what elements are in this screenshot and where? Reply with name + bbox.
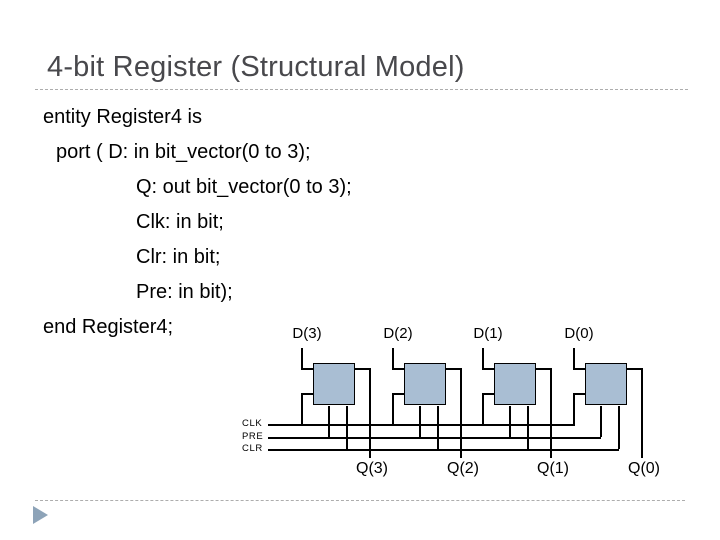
q0-output-label: Q(0) bbox=[628, 460, 660, 477]
clr-drop-wire-bit3 bbox=[346, 406, 348, 449]
clk-bus-label: CLK bbox=[242, 418, 263, 429]
clr-bus-wire bbox=[268, 449, 619, 451]
q1-output-stub-wire bbox=[535, 368, 550, 370]
flipflop-bit0: D(0) Q(0) bbox=[564, 325, 660, 477]
q0-output-wire bbox=[641, 368, 643, 458]
title-divider bbox=[35, 89, 688, 90]
pre-drop-wire-bit1 bbox=[509, 406, 511, 437]
d2-input-label: D(2) bbox=[383, 325, 413, 342]
d2-input-wire bbox=[392, 348, 394, 369]
clk-stub-wire-bit2 bbox=[392, 393, 405, 395]
slide-title: 4-bit Register (Structural Model) bbox=[47, 51, 465, 83]
q2-output-wire bbox=[460, 368, 462, 458]
d2-input-stub-wire bbox=[392, 368, 405, 370]
clr-drop-wire-bit2 bbox=[437, 406, 439, 449]
vhdl-code-block: entity Register4 is port ( D: in bit_vec… bbox=[43, 100, 352, 345]
pre-bus-wire bbox=[268, 437, 601, 439]
code-line-port-clr: Clr: in bit; bbox=[136, 246, 221, 268]
flipflop-block-bit0 bbox=[585, 363, 627, 405]
d0-input-stub-wire bbox=[573, 368, 586, 370]
code-line-entity: entity Register4 is bbox=[43, 106, 202, 128]
d3-input-label: D(3) bbox=[292, 325, 322, 342]
q1-output-label: Q(1) bbox=[537, 460, 569, 477]
flipflop-block-bit2 bbox=[404, 363, 446, 405]
pre-drop-wire-bit3 bbox=[328, 406, 330, 437]
d3-input-wire bbox=[301, 348, 303, 369]
d0-input-label: D(0) bbox=[564, 325, 594, 342]
q2-output-label: Q(2) bbox=[447, 460, 479, 477]
q2-output-stub-wire bbox=[445, 368, 460, 370]
q0-output-stub-wire bbox=[626, 368, 641, 370]
q3-output-label: Q(3) bbox=[356, 460, 388, 477]
clr-drop-wire-bit1 bbox=[527, 406, 529, 449]
flipflop-bit3: D(3) Q(3) bbox=[292, 325, 388, 477]
clr-drop-wire-bit0 bbox=[618, 406, 620, 449]
flipflop-block-bit3 bbox=[313, 363, 355, 405]
d1-input-stub-wire bbox=[482, 368, 495, 370]
code-line-port-pre: Pre: in bit); bbox=[136, 281, 233, 303]
code-line-port-q: Q: out bit_vector(0 to 3); bbox=[136, 176, 352, 198]
flipflop-bit1: D(1) Q(1) bbox=[473, 325, 569, 477]
pre-drop-wire-bit2 bbox=[419, 406, 421, 437]
code-line-port-d: port ( D: in bit_vector(0 to 3); bbox=[56, 141, 311, 163]
clk-bus-wire bbox=[268, 424, 575, 426]
clk-drop-wire-bit1 bbox=[482, 393, 484, 424]
flipflop-bit2: D(2) Q(2) bbox=[383, 325, 479, 477]
footer-triangle-icon bbox=[33, 506, 48, 524]
flipflop-block-bit1 bbox=[494, 363, 536, 405]
pre-drop-wire-bit0 bbox=[600, 406, 602, 437]
q3-output-wire bbox=[369, 368, 371, 458]
clk-drop-wire-bit3 bbox=[301, 393, 303, 424]
code-line-port-clk: Clk: in bit; bbox=[136, 211, 224, 233]
clr-bus-label: CLR bbox=[242, 443, 263, 454]
clk-stub-wire-bit0 bbox=[573, 393, 586, 395]
q3-output-stub-wire bbox=[354, 368, 369, 370]
q1-output-wire bbox=[550, 368, 552, 458]
clk-stub-wire-bit3 bbox=[301, 393, 314, 395]
d1-input-wire bbox=[482, 348, 484, 369]
clk-drop-wire-bit2 bbox=[392, 393, 394, 424]
clk-stub-wire-bit1 bbox=[482, 393, 495, 395]
pre-bus-label: PRE bbox=[242, 431, 264, 442]
footer-divider bbox=[35, 500, 685, 501]
code-line-end: end Register4; bbox=[43, 316, 174, 338]
d1-input-label: D(1) bbox=[473, 325, 503, 342]
d0-input-wire bbox=[573, 348, 575, 369]
d3-input-stub-wire bbox=[301, 368, 314, 370]
clk-drop-wire-bit0 bbox=[573, 393, 575, 424]
